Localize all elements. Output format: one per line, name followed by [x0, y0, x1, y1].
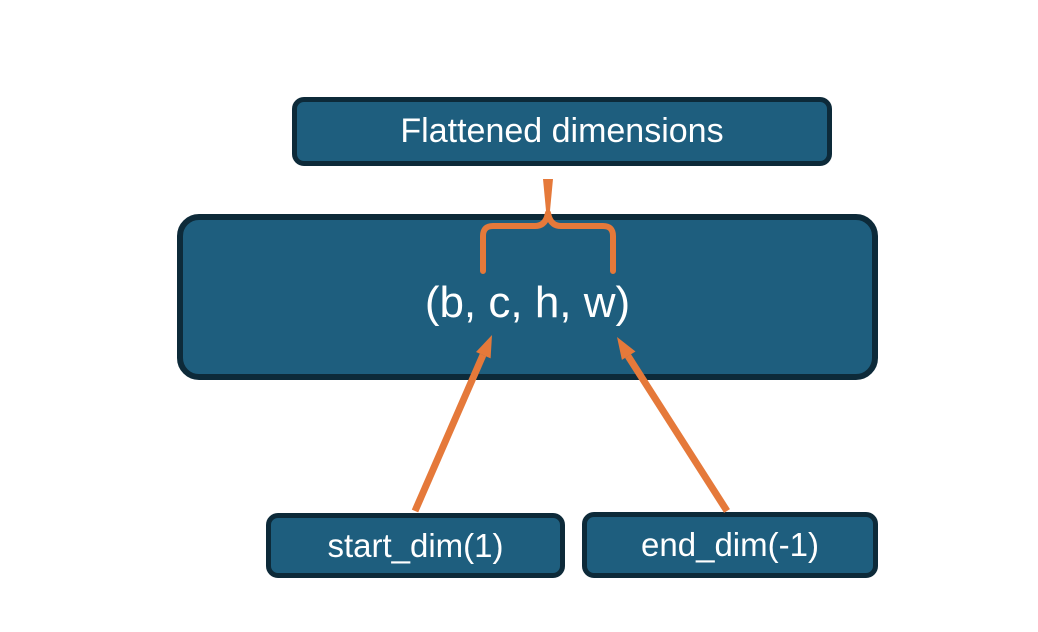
node-tensor-shape: (b, c, h, w) [177, 214, 878, 380]
node-flattened-dimensions-label: Flattened dimensions [400, 112, 724, 150]
node-end-dim: end_dim(-1) [582, 512, 878, 578]
node-end-dim-label: end_dim(-1) [641, 526, 819, 563]
node-start-dim-label: start_dim(1) [327, 526, 504, 564]
node-start-dim: start_dim(1) [266, 513, 565, 578]
node-tensor-shape-label: (b, c, h, w) [424, 278, 631, 327]
brace-stem [543, 179, 553, 216]
node-flattened-dimensions: Flattened dimensions [292, 97, 832, 166]
